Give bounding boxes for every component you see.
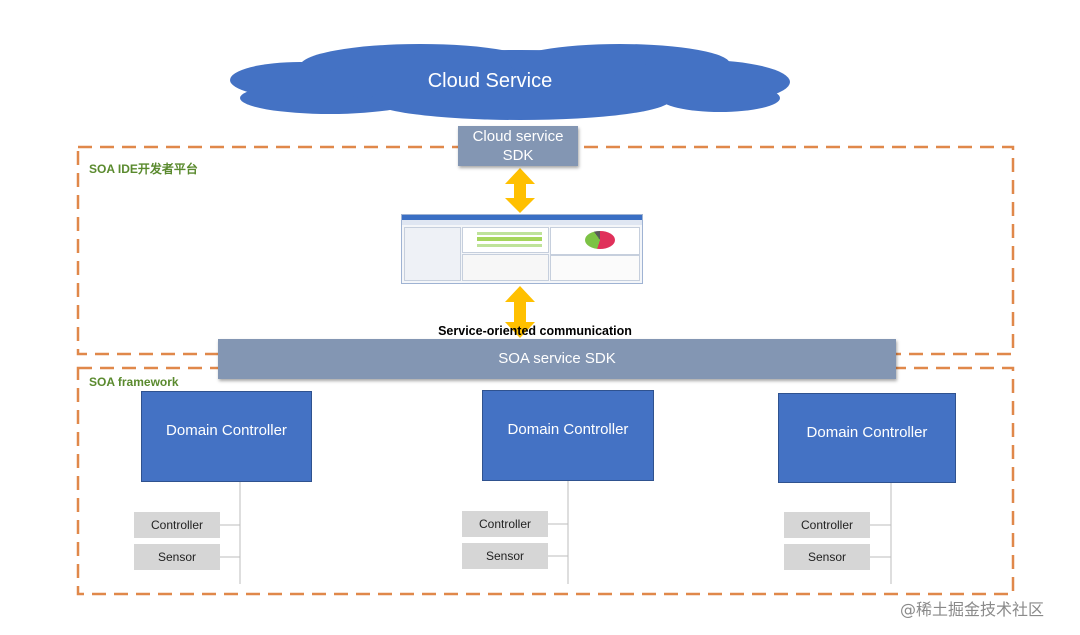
ide-toolbar <box>402 220 642 225</box>
ide-bar <box>477 244 542 247</box>
double-arrow-icon-top <box>505 168 535 213</box>
ide-bar <box>477 237 542 241</box>
sensor-node: Sensor <box>784 544 870 570</box>
sensor-node: Sensor <box>462 543 548 569</box>
cloud-service-label: Cloud Service <box>427 70 553 92</box>
ide-titlebar <box>402 215 642 220</box>
framework-region-label: SOA framework <box>89 375 179 389</box>
ide-bar <box>477 232 542 235</box>
ide-tree-panel <box>404 227 461 281</box>
pie-chart-icon <box>585 231 615 249</box>
controller-node: Controller <box>134 512 220 538</box>
ide-screenshot <box>401 214 643 284</box>
controller-node: Controller <box>784 512 870 538</box>
sensor-node: Sensor <box>134 544 220 570</box>
ide-console-panel <box>462 254 549 281</box>
domain-controller-box: Domain Controller <box>482 390 654 481</box>
cloud-sdk-line2: SDK <box>502 147 534 164</box>
cloud-sdk-line1: Cloud service <box>472 128 564 145</box>
domain-controller-box: Domain Controller <box>141 391 312 482</box>
cloud-service-sdk-box: Cloud service SDK <box>458 126 578 166</box>
cloud-shape <box>230 44 790 120</box>
watermark: @稀土掘金技术社区 <box>900 600 1045 619</box>
service-oriented-communication-label: Service-oriented communication <box>438 324 632 338</box>
ide-properties-panel <box>550 255 640 281</box>
soa-service-sdk-box: SOA service SDK <box>218 339 896 379</box>
domain-controller-box: Domain Controller <box>778 393 956 483</box>
controller-node: Controller <box>462 511 548 537</box>
tree-connectors <box>220 481 892 584</box>
double-arrow-icon-bottom <box>505 286 535 338</box>
ide-region-label: SOA IDE开发者平台 <box>89 162 198 176</box>
